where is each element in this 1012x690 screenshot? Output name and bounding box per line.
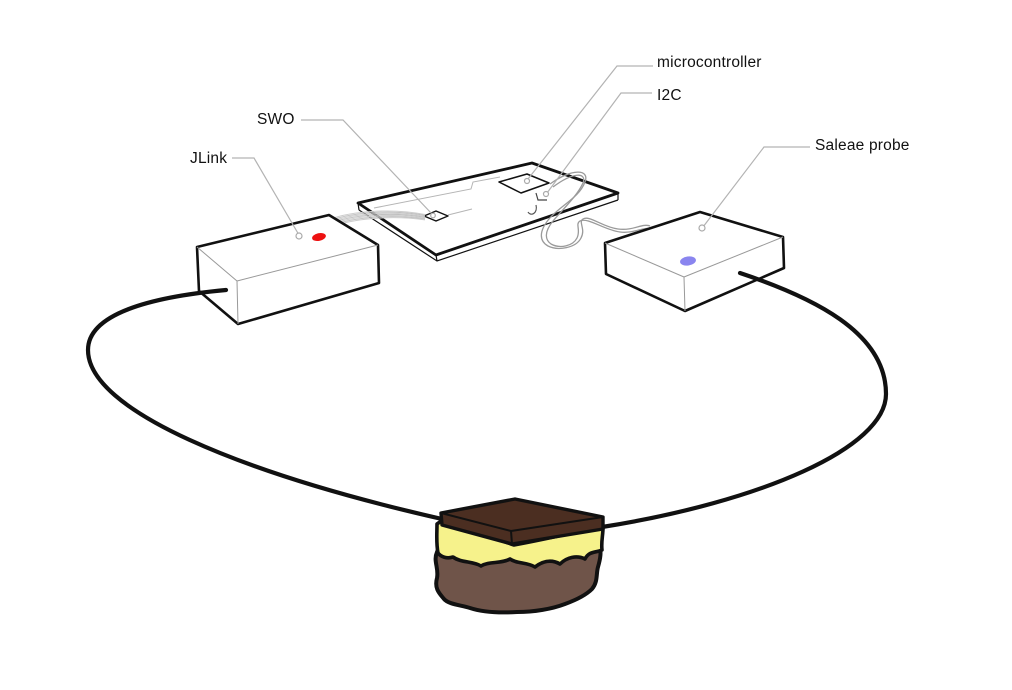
leader-i2c xyxy=(546,92,652,194)
pcb-wire-hook xyxy=(527,204,537,215)
microcontroller-chip xyxy=(498,173,550,194)
jlink-silhouette xyxy=(195,213,381,326)
saleae-led xyxy=(680,256,696,266)
swo-pad xyxy=(423,210,449,222)
leader-dot-microcontroller xyxy=(523,177,531,185)
leader-microcontroller xyxy=(527,65,653,180)
leader-swo xyxy=(301,119,433,215)
i2c-wires xyxy=(540,171,653,249)
cake-top-slab-edges xyxy=(440,512,604,545)
leader-dot-jlink xyxy=(295,232,303,240)
label-microcontroller: microcontroller xyxy=(657,54,762,71)
loop-cable-left xyxy=(85,287,445,522)
cake xyxy=(433,497,605,615)
leader-jlink xyxy=(232,157,300,236)
saleae-inner-edges xyxy=(604,236,784,312)
pcb-thickness-edge xyxy=(357,193,619,262)
label-swo: SWO xyxy=(257,111,295,128)
label-i2c: I2C xyxy=(657,87,682,104)
pcb-silkscreen-outline xyxy=(373,176,501,209)
leader-dot-i2c xyxy=(542,190,550,198)
label-jlink: JLink xyxy=(190,150,228,167)
pcb-swo-trace xyxy=(447,208,473,216)
leader-lines xyxy=(232,65,810,236)
leader-dot-saleae xyxy=(698,224,706,232)
jlink-box xyxy=(195,213,381,326)
pcb-board xyxy=(356,161,620,262)
leader-dot-swo xyxy=(430,212,436,219)
saleae-probe-box xyxy=(603,210,786,313)
label-saleae-probe: Saleae probe xyxy=(815,137,910,154)
cake-top-slab xyxy=(439,497,605,546)
loop-cable-right xyxy=(599,270,889,530)
pcb-step-trace xyxy=(535,192,547,201)
loop-cables xyxy=(85,270,889,530)
jlink-led xyxy=(312,233,326,241)
jlink-inner-edges xyxy=(196,244,379,325)
leader-saleae xyxy=(702,146,810,228)
leader-endpoints xyxy=(295,177,706,240)
